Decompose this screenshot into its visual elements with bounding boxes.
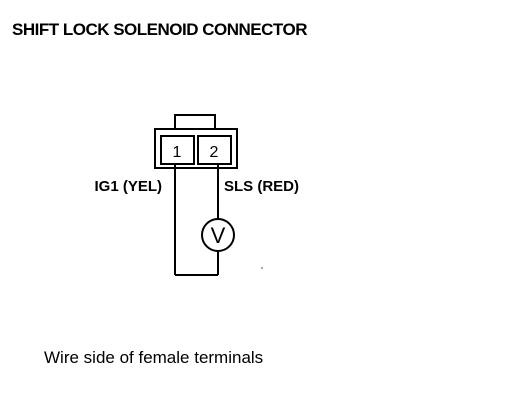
wire-label-sls: SLS (RED) — [224, 178, 299, 195]
pin-cell-2 — [197, 135, 232, 165]
voltmeter-symbol: V — [211, 223, 226, 248]
wire-label-ig1: IG1 (YEL) — [94, 178, 162, 195]
connector-lock-tab — [174, 114, 216, 130]
pin-1-label: 1 — [173, 144, 182, 161]
scan-dot — [261, 267, 263, 269]
pin-2-label: 2 — [210, 144, 219, 161]
pin-cell-1 — [160, 135, 195, 165]
voltmeter-icon: V — [201, 218, 235, 252]
diagram-title: SHIFT LOCK SOLENOID CONNECTOR — [12, 20, 307, 39]
caption: Wire side of female terminals — [44, 348, 264, 367]
connector-body — [154, 128, 238, 169]
